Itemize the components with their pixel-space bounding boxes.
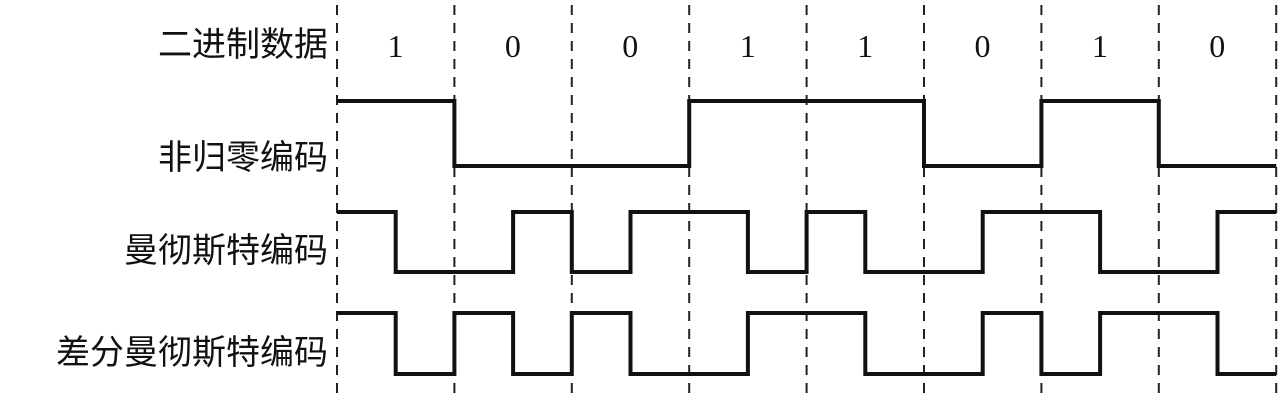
bit-label: 0: [622, 28, 639, 64]
bit-label: 1: [739, 28, 756, 64]
bit-label: 1: [857, 28, 874, 64]
bit-label: 0: [1209, 28, 1226, 64]
manchester-waveform: [337, 210, 1277, 274]
bit-label: 1: [387, 28, 404, 64]
bit-label: 0: [504, 28, 521, 64]
bit-label: 1: [1091, 28, 1108, 64]
bit-dividers: [336, 5, 1278, 400]
row-label-manchester: 曼彻斯特编码: [124, 231, 328, 271]
row-label-binary: 二进制数据: [158, 25, 328, 65]
bit-label: 0: [974, 28, 991, 64]
row-label-differential-manchester: 差分曼彻斯特编码: [56, 333, 328, 373]
row-label-nrz: 非归零编码: [158, 138, 328, 178]
differential-manchester-waveform: [337, 311, 1277, 376]
nrz-waveform: [337, 99, 1277, 168]
